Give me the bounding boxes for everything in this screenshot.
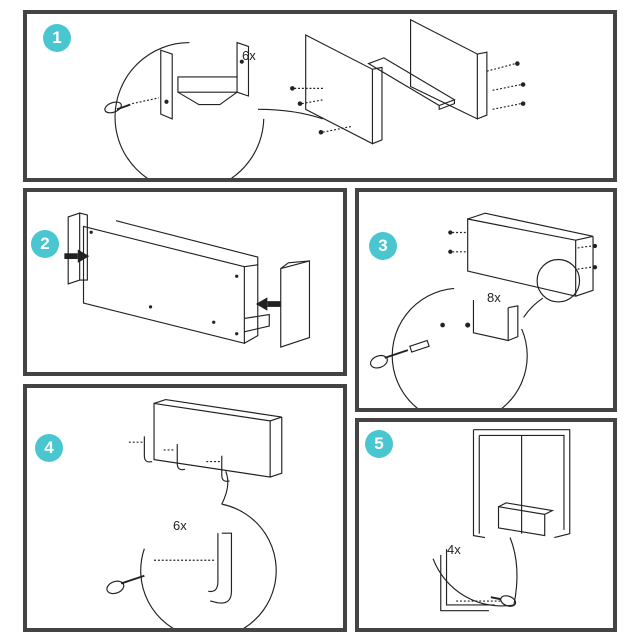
detail-focus-circle: [536, 258, 581, 303]
step-number-badge: 5: [365, 430, 393, 458]
step-2-illustration: [64, 212, 311, 348]
screw-quantity-label: 4x: [447, 542, 461, 557]
step-5-panel: 5 4x: [355, 418, 617, 632]
back-long-board: [115, 220, 259, 265]
step-3-illustration: [369, 212, 598, 408]
assembled-box: [153, 402, 271, 478]
step-number-badge: 1: [43, 24, 71, 52]
push-arrow-right-icon: [255, 297, 281, 311]
push-arrow-left-icon: [64, 249, 90, 263]
detail-magnifier: [432, 558, 515, 607]
screw-quantity-label: 8x: [487, 290, 501, 305]
screwdriver-icon: [369, 339, 430, 369]
screwdriver-icon: [490, 595, 517, 607]
step-5-illustration: [432, 429, 571, 612]
step-2-panel: 2: [23, 188, 347, 376]
step-4-illustration: [106, 399, 283, 628]
step-4-panel: 4 6x: [23, 384, 347, 632]
detail-magnifier: [391, 287, 528, 408]
front-long-board: [82, 225, 245, 345]
side-board-left: [305, 34, 374, 145]
step-number-badge: 2: [31, 230, 59, 258]
step-1-illustration: [104, 18, 526, 178]
end-board-left: [67, 212, 81, 285]
assembled-box: [467, 218, 577, 297]
step-3-panel: 3 8x: [355, 188, 617, 412]
mounted-rack: [497, 506, 546, 537]
coat-hook-icon: [143, 436, 230, 482]
screwdriver-icon: [106, 574, 145, 595]
detail-magnifier: [140, 503, 277, 628]
end-board-right: [280, 260, 311, 348]
screwdriver-icon: [104, 101, 131, 114]
step-number-badge: 3: [369, 232, 397, 260]
screw-quantity-label: 6x: [173, 518, 187, 533]
door-frame: [473, 429, 571, 539]
step-number-badge: 4: [35, 434, 63, 462]
detail-magnifier: [114, 42, 265, 178]
coat-hook-icon: [208, 532, 233, 604]
detail-side-board: [160, 49, 173, 120]
step-1-panel: 1 6x: [23, 10, 617, 182]
